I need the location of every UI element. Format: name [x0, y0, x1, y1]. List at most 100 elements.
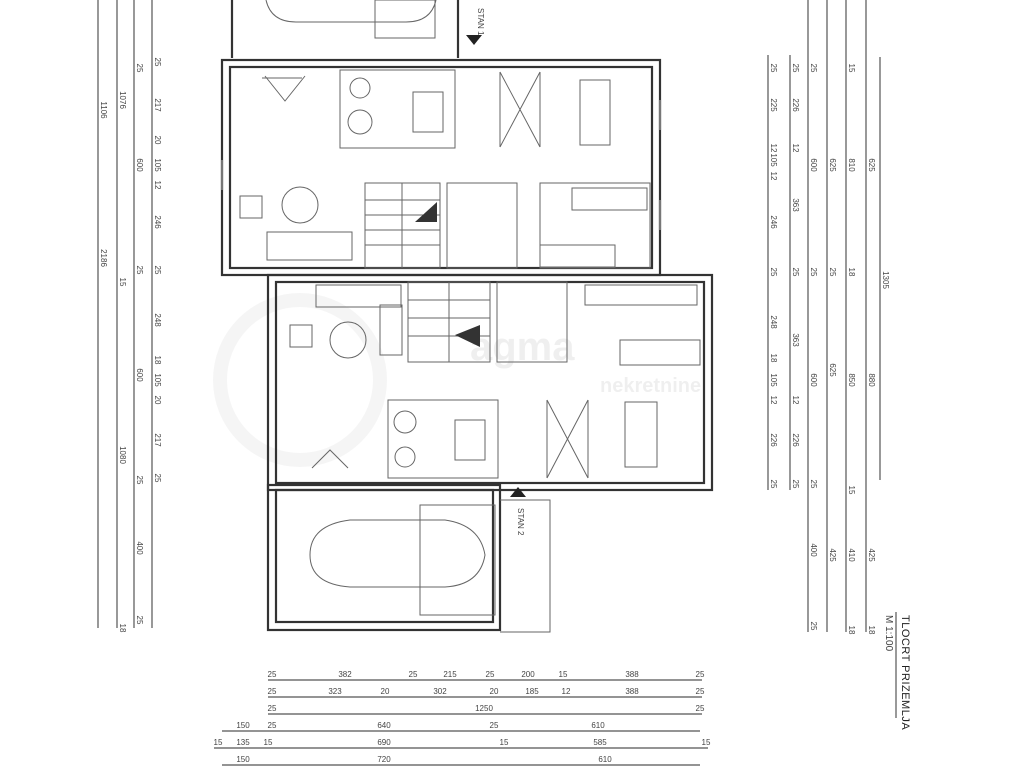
dimension-label: 20 [490, 687, 499, 696]
dimension-label: 12 [769, 144, 778, 153]
dimension-label: 217 [153, 433, 162, 447]
dimension-label: 215 [443, 670, 457, 679]
dimension-label: 400 [809, 543, 818, 557]
dimension-label: 400 [135, 541, 144, 555]
watermark-sub: nekretnine [600, 375, 701, 397]
dimension-label: 18 [847, 626, 856, 635]
dimension-label: 600 [135, 158, 144, 172]
dimension-label: 1080 [118, 446, 127, 464]
dimension-label: 25 [135, 266, 144, 275]
dimension-label: 20 [153, 396, 162, 405]
dimension-label: 625 [828, 363, 837, 377]
dimension-label: 625 [867, 158, 876, 172]
dimension-label: 25 [490, 721, 499, 730]
dimension-label: 25 [828, 268, 837, 277]
dimension-label: 388 [625, 670, 639, 679]
dimension-label: 15 [702, 738, 711, 747]
dimension-label: 18 [153, 356, 162, 365]
dimension-label: 425 [828, 548, 837, 562]
dimension-label: 25 [791, 64, 800, 73]
dimension-label: 25 [135, 616, 144, 625]
dimension-label: 15 [559, 670, 568, 679]
car-icon [265, 0, 437, 23]
dimension-label: 18 [769, 354, 778, 363]
dimension-label: 15 [847, 64, 856, 73]
dimension-label: 363 [791, 333, 800, 347]
dimension-label: 18 [118, 624, 127, 633]
dimension-label: 25 [769, 64, 778, 73]
dimension-label: 323 [328, 687, 342, 696]
dimension-label: 12 [769, 396, 778, 405]
dimension-label: 226 [769, 433, 778, 447]
dimension-label: 625 [828, 158, 837, 172]
watermark: agma nekretnine [213, 293, 701, 467]
dimension-label: 15 [264, 738, 273, 747]
drawing-title: TLOCRT PRIZEMLJA [899, 615, 911, 730]
entrance-markers: STAN 1 STAN 2 [466, 8, 526, 536]
dimension-label: 25 [268, 687, 277, 696]
dimension-label: 246 [769, 215, 778, 229]
dimension-label: 2186 [99, 249, 108, 267]
dimension-label: 105 [153, 158, 162, 172]
dimension-label: 12 [791, 144, 800, 153]
dimension-label: 226 [791, 98, 800, 112]
dimension-label: 690 [377, 738, 391, 747]
dimension-label: 25 [809, 268, 818, 277]
dimension-label: 226 [791, 433, 800, 447]
dimension-label: 12 [562, 687, 571, 696]
dimension-label: 25 [791, 480, 800, 489]
dimension-label: 25 [696, 670, 705, 679]
dimension-label: 15 [214, 738, 223, 747]
dimension-label: 610 [591, 721, 605, 730]
dimension-label: 302 [433, 687, 447, 696]
dimension-label: 25 [486, 670, 495, 679]
dimension-label: 880 [867, 373, 876, 387]
dimension-label: 18 [847, 268, 856, 277]
dimension-label: 25 [696, 704, 705, 713]
dimension-label: 388 [625, 687, 639, 696]
dimension-label: 1106 [99, 101, 108, 119]
unit2-label: STAN 2 [516, 508, 525, 536]
dimension-label: 810 [847, 158, 856, 172]
dimension-label: 135 [236, 738, 250, 747]
unit2-plan [266, 273, 714, 492]
dimension-label: 225 [769, 98, 778, 112]
dimension-label: 1250 [475, 704, 493, 713]
dimension-label: 363 [791, 198, 800, 212]
dimension-label: 248 [769, 315, 778, 329]
dimension-label: 25 [268, 670, 277, 679]
dimension-label: 12 [153, 181, 162, 190]
garage-unit1 [230, 0, 460, 58]
dimension-label: 150 [236, 755, 250, 764]
dimension-label: 185 [525, 687, 539, 696]
dimension-label: 600 [809, 158, 818, 172]
dimension-label: 720 [377, 755, 391, 764]
dimension-label: 25 [809, 64, 818, 73]
dimension-label: 25 [809, 622, 818, 631]
unit1-label: STAN 1 [476, 8, 485, 36]
unit1-plan [220, 58, 662, 277]
dimension-label: 25 [153, 266, 162, 275]
dimension-label: 25 [135, 64, 144, 73]
dimension-label: 25 [268, 721, 277, 730]
garage-unit2 [266, 483, 551, 633]
dimension-label: 25 [696, 687, 705, 696]
car-icon [309, 519, 486, 588]
dimension-label: 246 [153, 215, 162, 229]
dimension-label: 25 [791, 268, 800, 277]
dimension-label: 25 [409, 670, 418, 679]
dimension-label: 105 [769, 373, 778, 387]
dimension-label: 25 [135, 476, 144, 485]
dimension-label: 585 [593, 738, 607, 747]
dimension-label: 1305 [881, 271, 890, 289]
dimension-label: 12 [791, 396, 800, 405]
dimension-label: 105 [153, 373, 162, 387]
dimension-label: 248 [153, 313, 162, 327]
dimension-label: 105 [769, 153, 778, 167]
dimension-label: 600 [809, 373, 818, 387]
dimension-label: 25 [268, 704, 277, 713]
dimension-label: 25 [769, 480, 778, 489]
dimension-label: 382 [338, 670, 352, 679]
